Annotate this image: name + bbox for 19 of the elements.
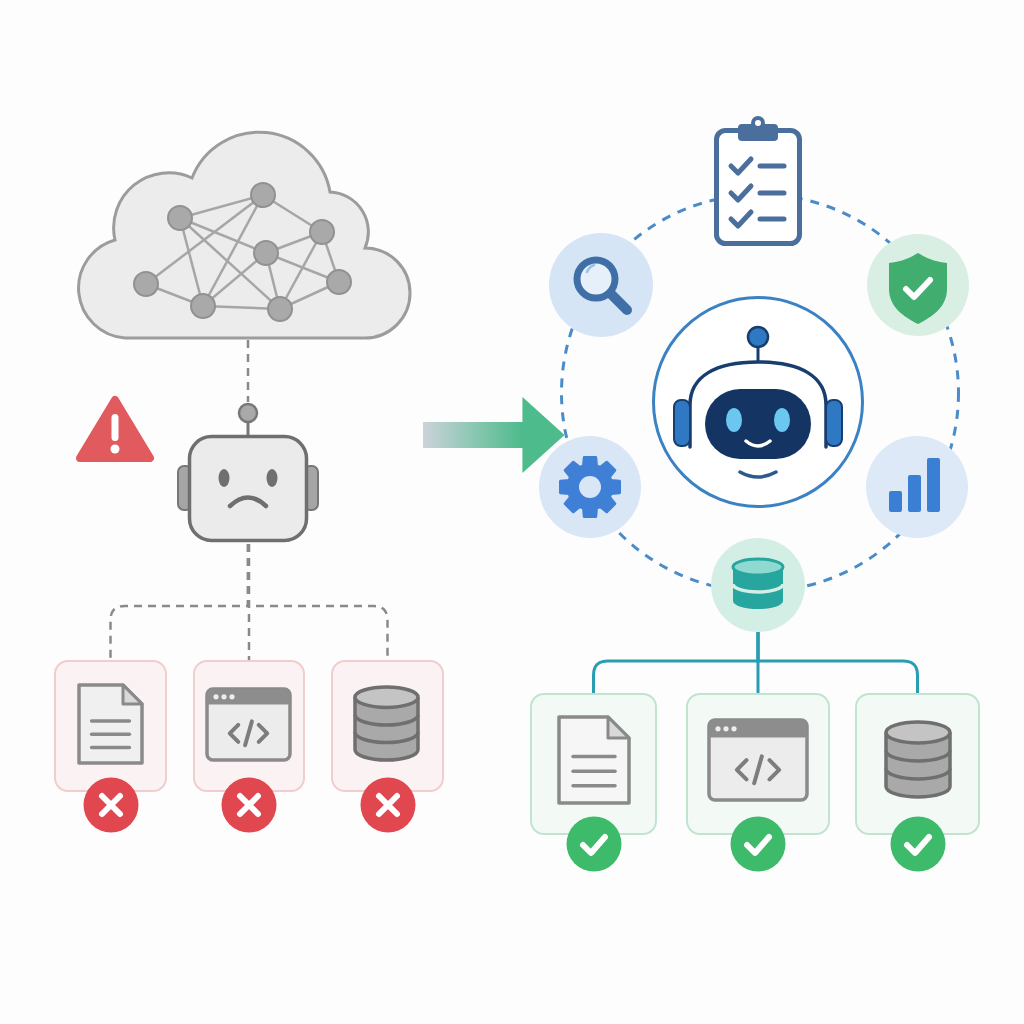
arrow: [423, 397, 565, 473]
file-card: [530, 693, 657, 835]
code-card: [193, 660, 305, 792]
database-icon: [711, 538, 805, 632]
shield-check-icon: [867, 234, 969, 336]
bar-chart-icon: [866, 436, 968, 538]
happy-robot-icon: [652, 296, 864, 508]
file-card: [54, 660, 167, 792]
dashed-connector: [247, 544, 251, 660]
search-icon: [549, 233, 653, 337]
database-card: [331, 660, 444, 792]
gear-icon: [539, 436, 641, 538]
code-card: [686, 693, 830, 835]
connector-line: [756, 632, 919, 693]
dashed-connector: [246, 340, 250, 402]
cloud-network-illustration: [76, 130, 414, 340]
database-card: [855, 693, 980, 835]
checklist-icon: [712, 114, 804, 248]
sad-robot-icon: [176, 402, 320, 544]
